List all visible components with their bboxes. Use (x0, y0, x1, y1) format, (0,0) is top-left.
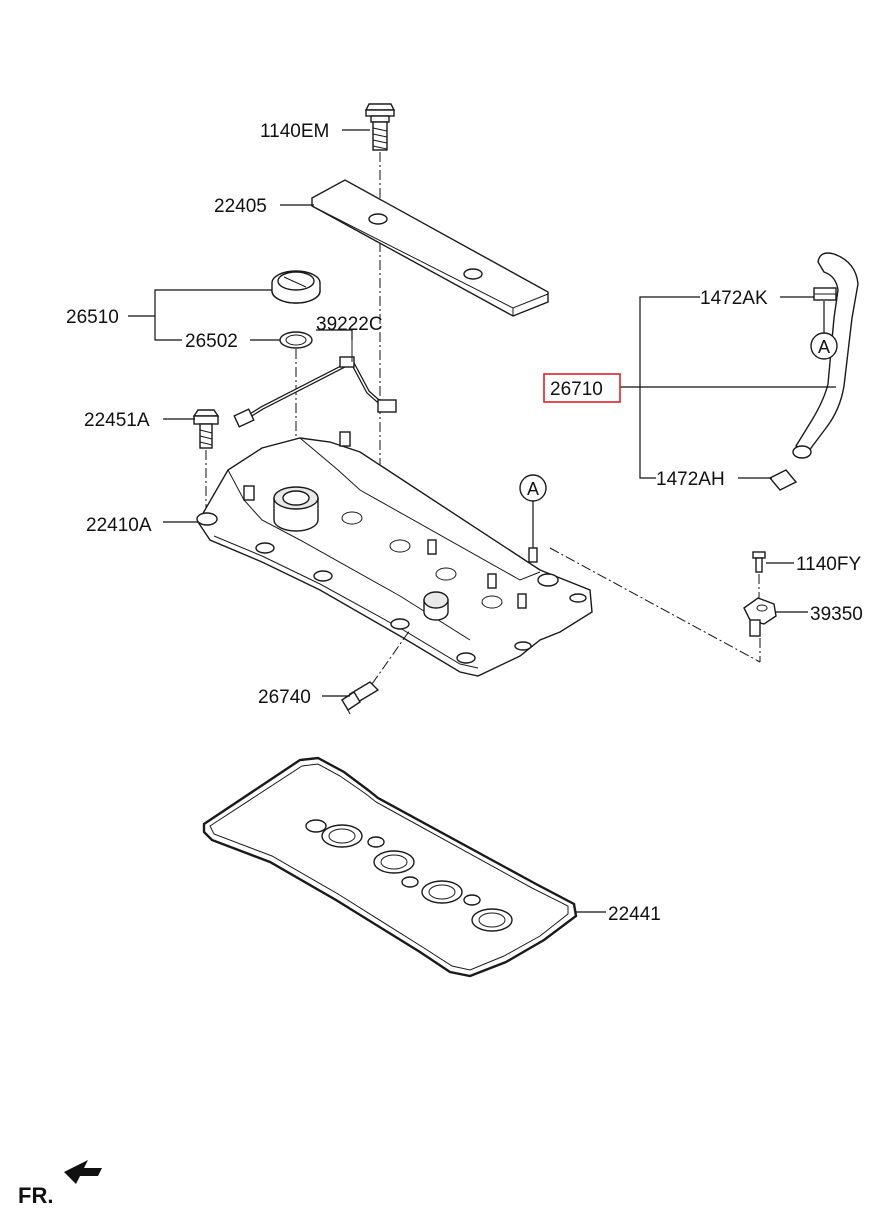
label-26710[interactable]: 26710 (550, 379, 603, 400)
direction-label: FR. (18, 1183, 53, 1208)
label-39350: 39350 (810, 604, 863, 625)
label-1140em: 1140EM (260, 121, 329, 142)
hose-clamp-1472ak[interactable] (813, 287, 837, 301)
label-22451a: 22451A (84, 410, 150, 431)
harness-bracket-39222c[interactable] (233, 340, 397, 428)
oil-filler-cap-26510[interactable] (271, 270, 321, 304)
label-22410a: 22410A (86, 515, 152, 536)
rocker-cover-22410a[interactable] (196, 431, 593, 677)
label-22405: 22405 (214, 196, 267, 217)
cam-position-sensor-39350[interactable] (743, 597, 777, 637)
front-arrow-icon (64, 1160, 102, 1184)
hose-clamp-1472ah[interactable] (768, 469, 798, 491)
label-39222c: 39222C (316, 314, 383, 335)
cover-gasket-22441[interactable] (202, 756, 578, 978)
reference-marker-a-hose: A (810, 332, 838, 360)
label-1140fy: 1140FY (796, 554, 861, 575)
label-26740: 26740 (258, 687, 311, 708)
label-22441: 22441 (608, 904, 661, 925)
bolt-22451a[interactable] (192, 409, 220, 449)
marker-a-text-cover: A (527, 479, 539, 499)
front-direction-indicator: FR. (18, 1160, 102, 1208)
label-1472ak: 1472AK (700, 288, 768, 309)
bolt-1140fy[interactable] (752, 551, 766, 573)
bolt-1140em[interactable] (364, 103, 396, 151)
reference-marker-a-cover: A (519, 474, 547, 502)
breather-hose-26710[interactable] (792, 252, 859, 459)
label-26502: 26502 (185, 331, 238, 352)
label-26510: 26510 (66, 307, 119, 328)
marker-a-text-hose: A (818, 337, 830, 357)
highlight-box-26710 (543, 373, 621, 403)
pcv-valve-26740[interactable] (341, 681, 380, 715)
seal-ring-26502[interactable] (279, 331, 313, 349)
cover-plate-22405[interactable] (311, 179, 549, 317)
label-1472ah: 1472AH (656, 469, 725, 490)
